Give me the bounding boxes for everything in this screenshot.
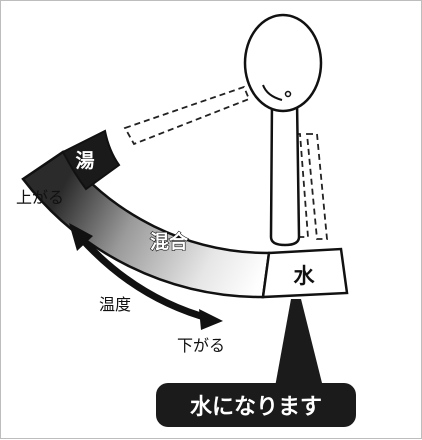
temperature-label: 温度: [99, 295, 131, 314]
rise-label: 上がる: [16, 188, 64, 207]
lever-handle: [243, 13, 323, 247]
callout: 水になります: [156, 299, 356, 427]
fall-label: 下がる: [177, 336, 225, 355]
hot-segment: 湯: [61, 129, 121, 191]
temperature-direction-arrow: [69, 223, 223, 330]
water-label: 水: [294, 264, 316, 288]
mixed-label: 混合: [150, 230, 189, 253]
water-segment: 水: [261, 247, 349, 299]
callout-text: 水になります: [190, 395, 322, 420]
temperature-arc-scale: [21, 150, 271, 299]
lever-ghost-hot: [123, 85, 251, 146]
hot-label: 湯: [75, 150, 94, 172]
